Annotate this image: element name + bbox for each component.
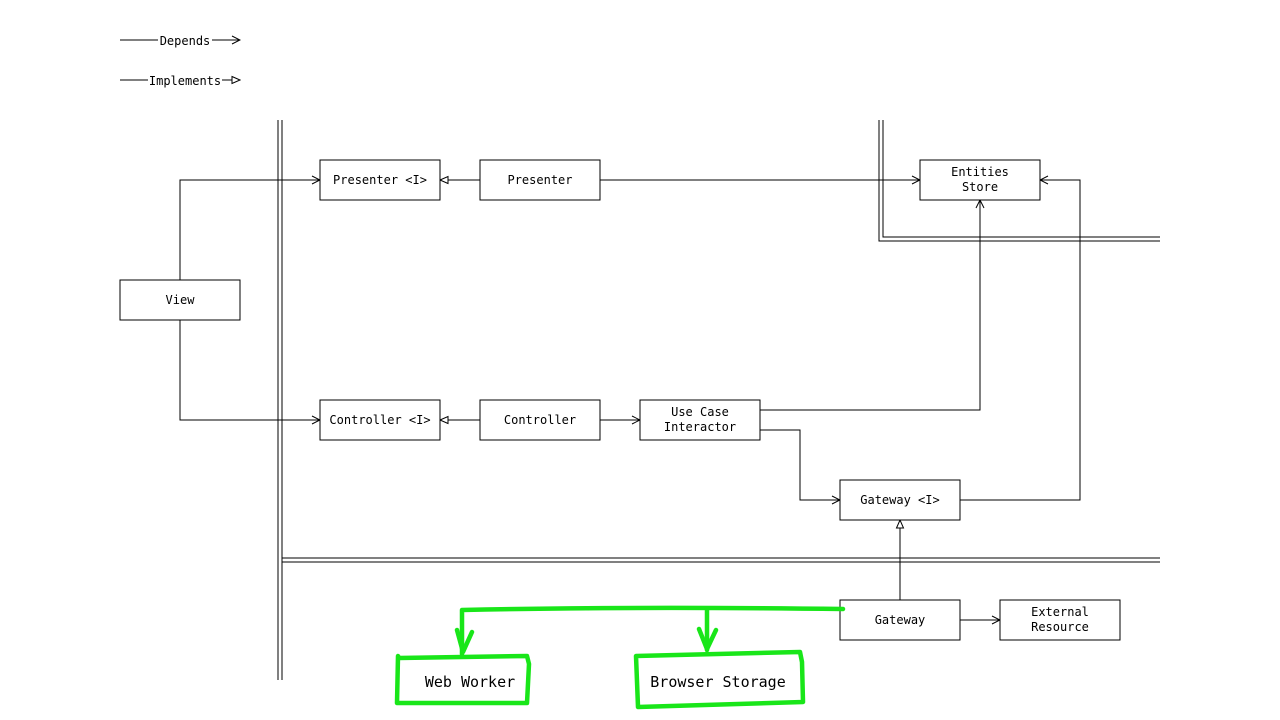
legend: Depends Implements	[120, 34, 240, 88]
annotation-path-to-web-worker	[459, 605, 846, 657]
presenter-box: Presenter	[479, 159, 601, 201]
connector-view-to-controller-interface	[179, 320, 320, 420]
connector-use-case-to-gateway-interface	[760, 429, 840, 500]
legend-depends-label: Depends	[160, 34, 211, 48]
web-worker-box	[394, 653, 532, 706]
legend-implements: Implements	[120, 74, 240, 88]
presenter-interface-label: Presenter <I>	[333, 173, 427, 187]
external-resource-box: External Resource	[999, 599, 1121, 641]
web-worker-label: Web Worker	[425, 673, 515, 691]
browser-storage-label: Browser Storage	[650, 673, 785, 691]
boundary-entities-corner-a	[878, 120, 1160, 242]
controller-interface-box: Controller <I>	[319, 399, 441, 441]
browser-storage-box	[633, 649, 806, 710]
use-case-label-line2: Interactor	[664, 420, 736, 434]
presenter-label: Presenter	[507, 173, 572, 187]
gateway-interface-label: Gateway <I>	[860, 493, 939, 507]
entities-store-box: Entities Store	[919, 159, 1041, 201]
gateway-box: Gateway	[839, 599, 961, 641]
controller-label: Controller	[504, 413, 576, 427]
entities-store-label-line2: Store	[962, 180, 998, 194]
boundary-lines	[277, 120, 1160, 680]
external-resource-label-line2: Resource	[1031, 620, 1089, 634]
use-case-label-line1: Use Case	[671, 405, 729, 419]
gateway-label: Gateway	[875, 613, 926, 627]
legend-depends: Depends	[120, 34, 240, 48]
connector-gateway-interface-to-entities	[960, 180, 1081, 501]
presenter-interface-box: Presenter <I>	[319, 159, 441, 201]
connector-view-to-presenter-interface	[179, 180, 320, 280]
use-case-interactor-box: Use Case Interactor	[639, 399, 761, 441]
view-label: View	[166, 293, 196, 307]
annotation-arrowhead-web-worker	[454, 627, 475, 655]
boundary-entities-corner-b	[882, 120, 1160, 238]
connectors	[179, 180, 1081, 620]
entities-store-label-line1: Entities	[951, 165, 1009, 179]
connector-use-case-to-entities	[760, 200, 980, 411]
green-annotation: Web Worker Browser Storage	[394, 605, 846, 710]
gateway-interface-box: Gateway <I>	[839, 479, 961, 521]
annotation-arrowhead-browser-storage	[696, 626, 719, 652]
controller-box: Controller	[479, 399, 601, 441]
external-resource-label-line1: External	[1031, 605, 1089, 619]
controller-interface-label: Controller <I>	[329, 413, 430, 427]
legend-implements-label: Implements	[149, 74, 221, 88]
view-box: View	[119, 279, 241, 321]
